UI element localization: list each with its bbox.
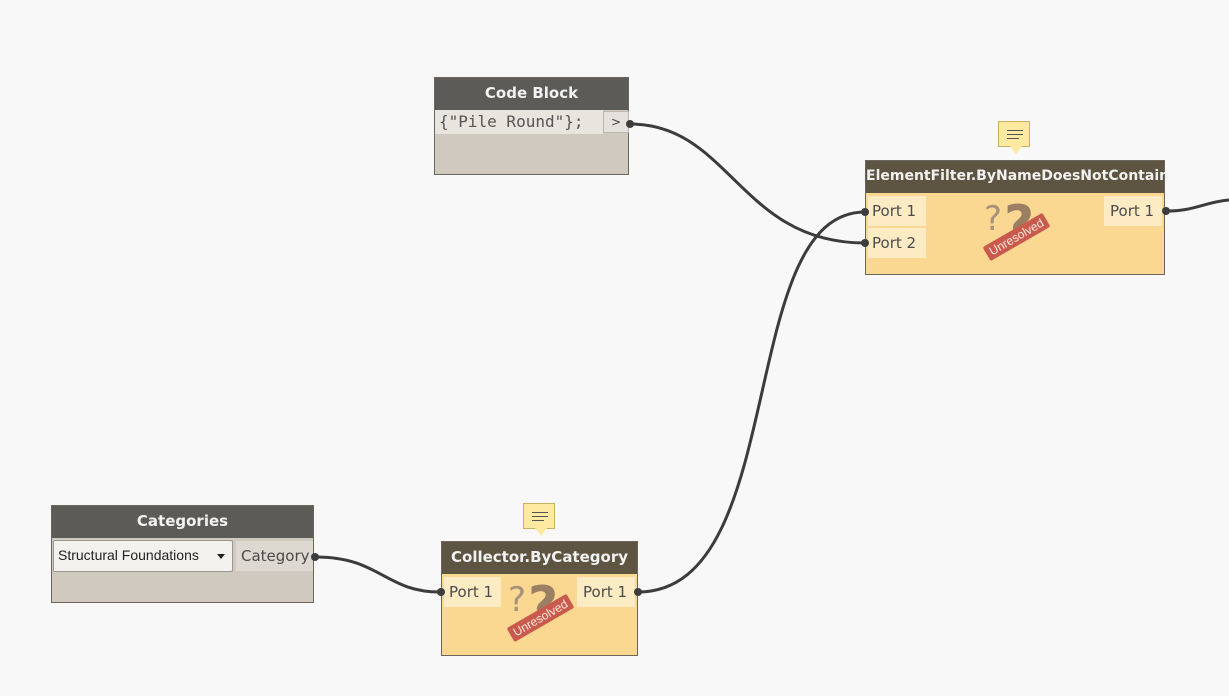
code-block-title: Code Block: [435, 78, 628, 110]
code-block-node[interactable]: Code Block {"Pile Round"}; >: [434, 77, 629, 175]
wire-filter-output[interactable]: [1166, 198, 1229, 213]
categories-output-port[interactable]: Category: [236, 541, 313, 571]
wire-codeblock-to-port2[interactable]: [629, 122, 866, 245]
element-filter-title: ElementFilter.ByNameDoesNotContain: [866, 161, 1169, 193]
element-filter-node[interactable]: ElementFilter.ByNameDoesNotContain Port …: [865, 160, 1169, 275]
code-block-output-dot[interactable]: [626, 120, 634, 128]
code-block-output-port[interactable]: >: [603, 111, 629, 133]
collector-output-port[interactable]: Port 1: [577, 577, 635, 607]
wire-categories-to-collector[interactable]: [315, 555, 441, 594]
chevron-down-icon[interactable]: [217, 554, 225, 559]
categories-title: Categories: [52, 506, 313, 538]
collector-output-dot[interactable]: [634, 588, 642, 596]
code-editor[interactable]: {"Pile Round"};: [439, 112, 584, 131]
element-filter-output-dot[interactable]: [1162, 207, 1170, 215]
element-filter-input-dot-1[interactable]: [861, 208, 869, 216]
element-filter-input-dot-2[interactable]: [861, 239, 869, 247]
question-mark-icon: ? ? Unresolved: [978, 195, 1068, 269]
collector-node[interactable]: Collector.ByCategory Port 1 Port 1 ? ? U…: [441, 541, 638, 656]
element-filter-input-port-2[interactable]: Port 2: [868, 228, 926, 258]
collector-input-port[interactable]: Port 1: [444, 577, 501, 607]
wire-collector-to-port1[interactable]: [637, 210, 866, 594]
code-editor-bg: [435, 110, 603, 134]
collector-input-dot[interactable]: [437, 588, 445, 596]
question-mark-icon: ? ? Unresolved: [502, 576, 592, 650]
element-filter-input-port-1[interactable]: Port 1: [868, 196, 926, 226]
note-icon[interactable]: [998, 121, 1030, 154]
category-dropdown[interactable]: Structural Foundations: [53, 540, 233, 572]
code-block-body: {"Pile Round"}; >: [435, 110, 629, 174]
element-filter-output-port[interactable]: Port 1: [1104, 196, 1162, 226]
note-icon[interactable]: [523, 503, 555, 536]
categories-node[interactable]: Categories Structural Foundations Catego…: [51, 505, 314, 603]
categories-output-dot[interactable]: [311, 553, 319, 561]
category-dropdown-value: Structural Foundations: [58, 547, 199, 563]
collector-title: Collector.ByCategory: [442, 542, 637, 574]
